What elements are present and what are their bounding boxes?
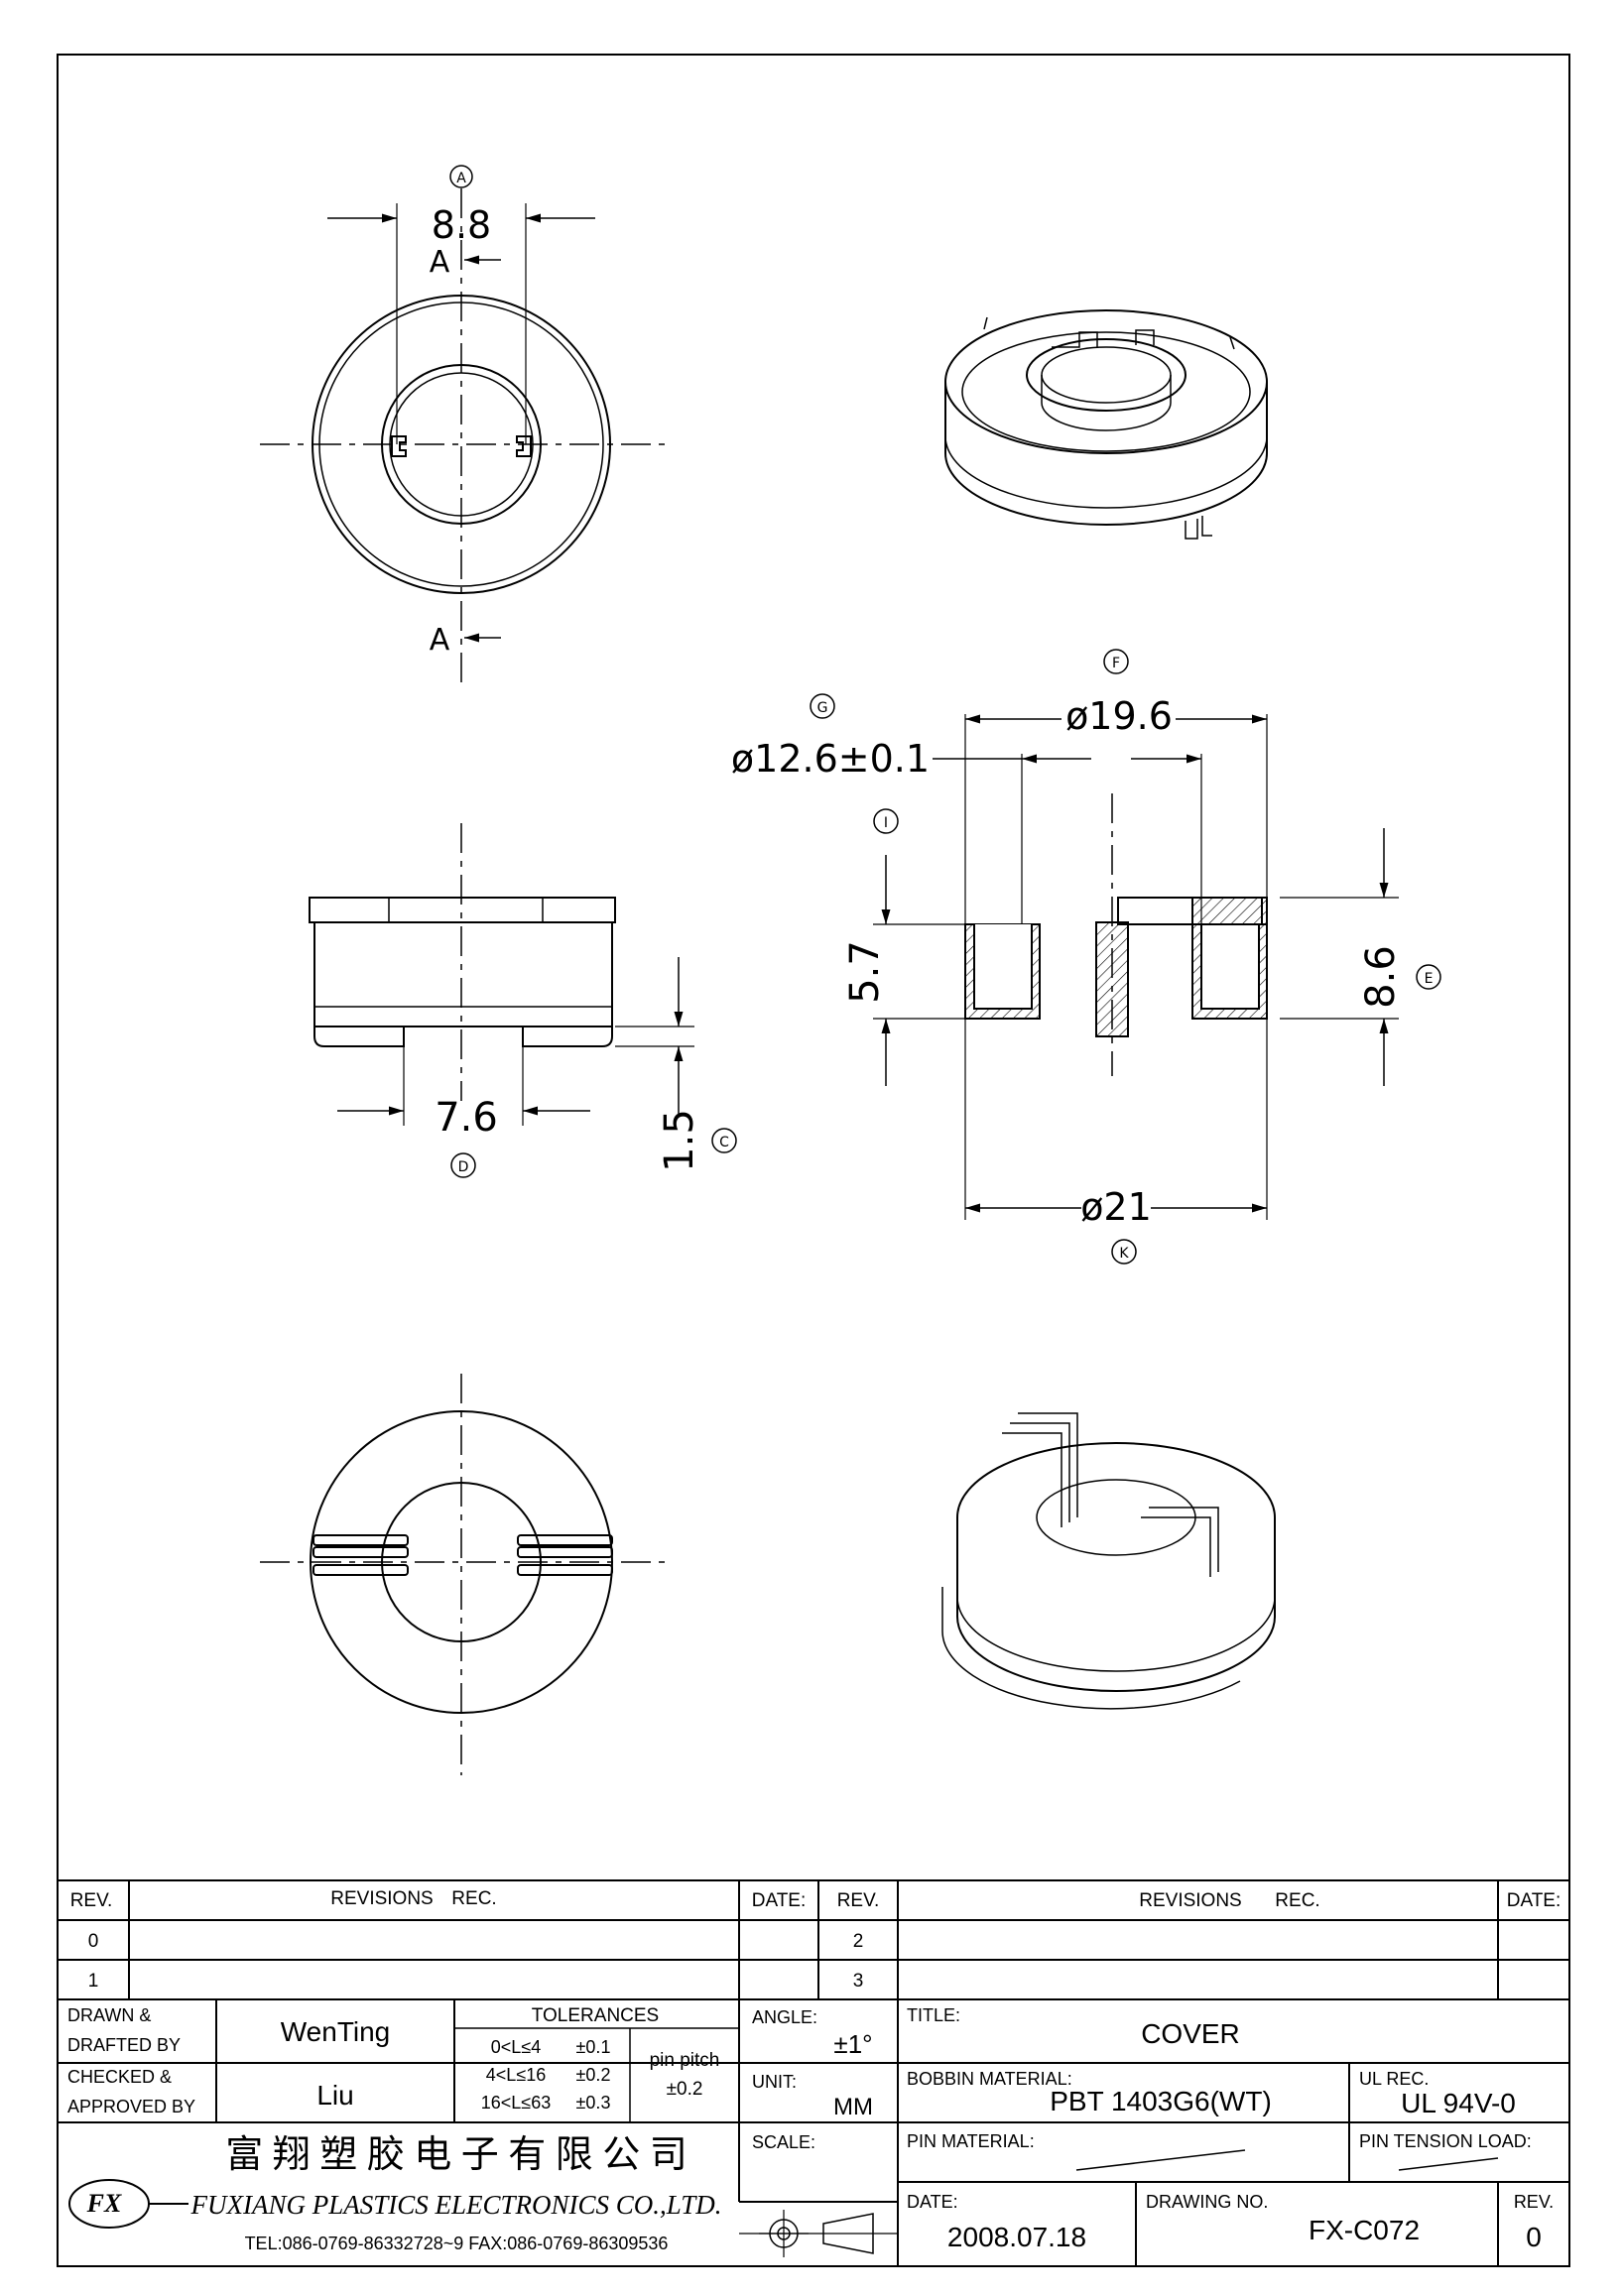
date-label: DATE: bbox=[907, 2192, 958, 2212]
checked-by: Liu bbox=[316, 2080, 353, 2111]
dim-pin-height: 1.5 bbox=[657, 1109, 702, 1172]
title-value: COVER bbox=[1141, 2018, 1240, 2049]
bobbin-label: BOBBIN MATERIAL: bbox=[907, 2069, 1072, 2089]
pin-pitch-tol: ±0.2 bbox=[667, 2079, 703, 2100]
dim-total-height: 8.6 bbox=[1358, 945, 1404, 1009]
checked-label-2: APPROVED BY bbox=[67, 2097, 195, 2116]
company-name-en: FUXIANG PLASTICS ELECTRONICS CO.,LTD. bbox=[189, 2190, 721, 2220]
rev-row-2: 2 bbox=[853, 1931, 864, 1952]
drawing-no: FX-C072 bbox=[1309, 2215, 1420, 2245]
tol-range-0: 0<L≤4 bbox=[491, 2037, 541, 2057]
sheet-border bbox=[57, 54, 1570, 2267]
unit-label: UNIT: bbox=[752, 2072, 797, 2092]
bobbin-value: PBT 1403G6(WT) bbox=[1050, 2086, 1272, 2116]
scale-label: SCALE: bbox=[752, 2132, 815, 2152]
logo-text: FX bbox=[86, 2189, 122, 2218]
dim-gap-width: 7.6 bbox=[435, 1095, 498, 1141]
checked-label-1: CHECKED & bbox=[67, 2067, 172, 2087]
angle-value: ±1° bbox=[833, 2029, 872, 2059]
title-label: TITLE: bbox=[907, 2005, 960, 2025]
rec-header-left: REC. bbox=[451, 1888, 496, 1909]
section-label-bottom: A bbox=[430, 623, 450, 658]
tol-value-0: ±0.1 bbox=[576, 2037, 611, 2057]
tolerances-label: TOLERANCES bbox=[532, 2005, 659, 2026]
isometric-view-top bbox=[944, 309, 1268, 540]
callout-a: A bbox=[456, 171, 466, 186]
dim-top-width: 8.8 bbox=[432, 203, 491, 247]
date-header-left: DATE: bbox=[752, 1890, 807, 1911]
company-name-cn: 富 翔 塑 胶 电 子 有 限 公 司 bbox=[225, 2134, 687, 2176]
date-value: 2008.07.18 bbox=[947, 2222, 1086, 2252]
rev-label: REV. bbox=[1514, 2192, 1554, 2212]
callout-f: F bbox=[1112, 656, 1120, 671]
rev-header-right: REV. bbox=[837, 1890, 880, 1911]
drawn-label-2: DRAFTED BY bbox=[67, 2035, 181, 2055]
callout-i: I bbox=[884, 815, 888, 831]
drawing-no-label: DRAWING NO. bbox=[1146, 2192, 1268, 2212]
front-view bbox=[309, 823, 737, 1178]
rev-row-3: 3 bbox=[853, 1971, 864, 1992]
dim-mid-dia: ø19.6 bbox=[1065, 694, 1173, 738]
drawn-label-1: DRAWN & bbox=[67, 2005, 151, 2025]
callout-e: E bbox=[1425, 971, 1434, 987]
callout-k: K bbox=[1119, 1246, 1129, 1262]
tol-value-1: ±0.2 bbox=[576, 2065, 611, 2085]
dim-inner-dia: ø12.6±0.1 bbox=[731, 737, 930, 781]
angle-label: ANGLE: bbox=[752, 2007, 817, 2027]
date-header-right: DATE: bbox=[1507, 1890, 1562, 1911]
callout-g: G bbox=[817, 700, 828, 716]
section-view bbox=[810, 649, 1441, 1265]
dim-cup-height: 5.7 bbox=[842, 940, 888, 1004]
tol-range-1: 4<L≤16 bbox=[486, 2065, 546, 2085]
drawn-by: WenTing bbox=[281, 2016, 391, 2047]
bottom-view bbox=[260, 1374, 670, 1775]
revisions-header-left: REVISIONS bbox=[330, 1888, 433, 1909]
section-label-top: A bbox=[430, 245, 450, 280]
rec-header-right: REC. bbox=[1275, 1890, 1319, 1911]
callout-c: C bbox=[719, 1135, 729, 1150]
title-block bbox=[57, 1879, 1570, 2267]
rev-row-1: 1 bbox=[88, 1971, 99, 1992]
company-contact: TEL:086-0769-86332728~9 FAX:086-0769-863… bbox=[245, 2234, 669, 2253]
unit-value: MM bbox=[833, 2094, 873, 2120]
ul-label: UL REC. bbox=[1359, 2069, 1429, 2089]
revisions-header-right: REVISIONS bbox=[1139, 1890, 1241, 1911]
top-view bbox=[260, 165, 670, 684]
tol-range-2: 16<L≤63 bbox=[481, 2093, 551, 2113]
rev-row-0: 0 bbox=[88, 1931, 99, 1952]
callout-d: D bbox=[458, 1159, 469, 1175]
pin-pitch-label: pin pitch bbox=[650, 2050, 720, 2071]
ul-value: UL 94V-0 bbox=[1401, 2088, 1516, 2118]
tol-value-2: ±0.3 bbox=[576, 2093, 611, 2113]
dim-outer-dia: ø21 bbox=[1080, 1185, 1152, 1229]
pin-material-label: PIN MATERIAL: bbox=[907, 2131, 1035, 2151]
isometric-view-bottom bbox=[941, 1412, 1276, 1710]
rev-value: 0 bbox=[1526, 2222, 1542, 2252]
pin-tension-label: PIN TENSION LOAD: bbox=[1359, 2131, 1532, 2151]
rev-header-left: REV. bbox=[70, 1890, 113, 1911]
